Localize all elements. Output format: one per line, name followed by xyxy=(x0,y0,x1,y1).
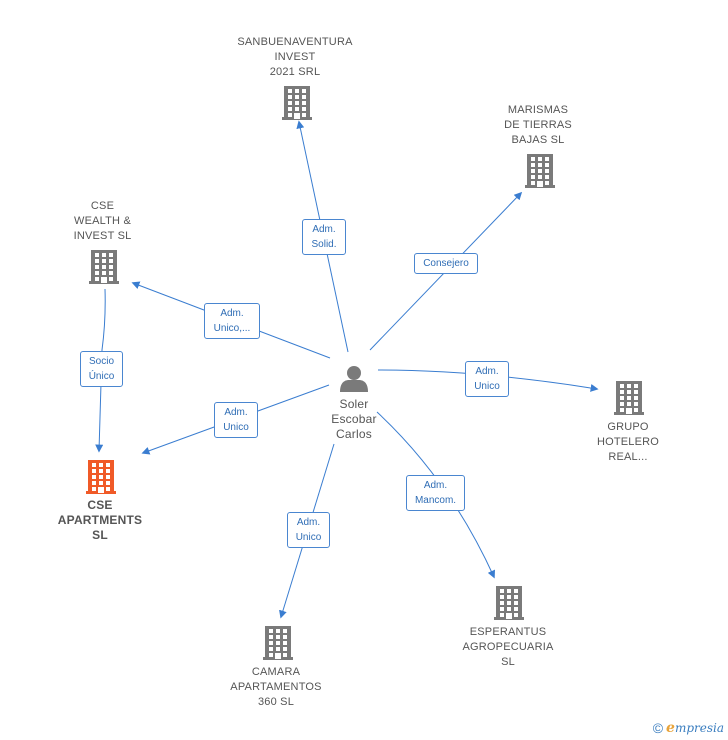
edge-label-sanbuenaventura: Adm. Solid. xyxy=(302,219,346,255)
building-icon-grupo-hotelero[interactable] xyxy=(614,381,644,415)
building-icon-marismas[interactable] xyxy=(525,154,555,188)
person-label[interactable]: Soler Escobar Carlos xyxy=(331,397,377,441)
footer-brand[interactable]: © empresia xyxy=(653,720,724,736)
edge-label-cse-apartments: Adm. Unico xyxy=(214,402,258,438)
company-label-grupo-hotelero[interactable]: GRUPO HOTELERO REAL... xyxy=(596,421,660,463)
edge-label-esperantus: Adm. Mancom. xyxy=(406,475,465,511)
building-icon-esperantus[interactable] xyxy=(494,586,524,620)
edge-label-cse-wealth: Adm. Unico,... xyxy=(204,303,260,339)
copyright-icon: © xyxy=(652,720,664,736)
building-icon-camara[interactable] xyxy=(263,626,293,660)
edge-label-socio: Socio Único xyxy=(80,351,123,387)
building-icon-cse-wealth[interactable] xyxy=(89,250,119,284)
company-label-cse-wealth[interactable]: CSE WEALTH & INVEST SL xyxy=(73,200,132,242)
company-label-sanbuenaventura[interactable]: SANBUENAVENTURA INVEST 2021 SRL xyxy=(237,36,353,78)
company-label-esperantus[interactable]: ESPERANTUS AGROPECUARIA SL xyxy=(462,626,554,668)
company-label-camara[interactable]: CAMARA APARTAMENTOS 360 SL xyxy=(230,666,322,708)
brand-logo: empresia xyxy=(666,720,724,736)
node-icons xyxy=(86,86,644,660)
edge-label-grupo-hotelero: Adm. Unico xyxy=(465,361,509,397)
edge-label-camara: Adm. Unico xyxy=(287,512,330,548)
edge-label-marismas: Consejero xyxy=(414,253,478,274)
company-label-marismas[interactable]: MARISMAS DE TIERRAS BAJAS SL xyxy=(504,104,572,146)
person-icon[interactable] xyxy=(340,366,368,392)
building-icon-sanbuenaventura[interactable] xyxy=(282,86,312,120)
building-icon-cse-apartments[interactable] xyxy=(86,460,116,494)
edge-socio xyxy=(95,288,106,453)
company-label-cse-apartments[interactable]: CSE APARTMENTS SL xyxy=(57,498,143,542)
